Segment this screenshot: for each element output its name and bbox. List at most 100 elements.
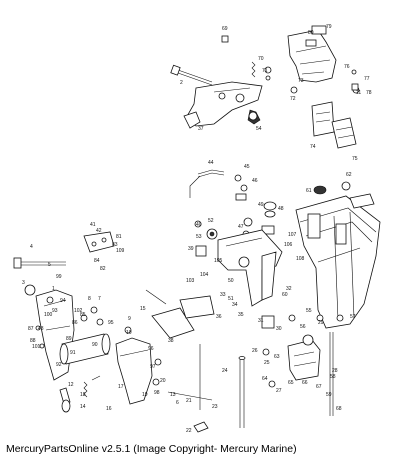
callout-8: 8 [88, 296, 91, 302]
swivel-bracket-housing [295, 193, 381, 329]
callout-84: 84 [94, 258, 100, 264]
callout-94: 94 [60, 298, 66, 304]
callout-26: 26 [252, 348, 258, 354]
callout-65: 65 [288, 380, 294, 386]
callout-75: 75 [352, 156, 358, 162]
callout-82: 82 [100, 266, 106, 272]
callout-87: 87 [28, 326, 34, 332]
callout-46: 46 [252, 178, 258, 184]
callout-18: 18 [80, 392, 86, 398]
callout-49: 49 [258, 202, 264, 208]
callout-99: 99 [56, 274, 62, 280]
callout-91: 91 [70, 350, 76, 356]
callout-42: 42 [96, 228, 102, 234]
callout-60: 60 [282, 292, 288, 298]
callout-76: 76 [344, 64, 350, 70]
callout-24: 24 [222, 368, 228, 374]
callout-68: 68 [336, 406, 342, 412]
callout-83: 83 [112, 242, 118, 248]
callout-80: 80 [308, 30, 314, 36]
tilt-lock-lever-assembly [170, 35, 272, 129]
callout-51: 51 [228, 296, 234, 302]
callout-1: 1 [52, 286, 55, 292]
callout-16: 16 [106, 406, 112, 412]
callout-90: 90 [92, 342, 98, 348]
callout-92: 92 [56, 362, 62, 368]
callout-72: 72 [290, 96, 296, 102]
callout-5: 5 [48, 262, 51, 268]
callout-71: 71 [262, 68, 268, 74]
callout-3: 3 [22, 280, 25, 286]
callout-86: 86 [72, 320, 78, 326]
callout-37: 37 [198, 126, 204, 132]
callout-102: 102 [74, 308, 83, 314]
center-clamp-bracket [194, 220, 296, 329]
callout-98: 98 [154, 390, 160, 396]
callout-74: 74 [310, 144, 316, 150]
callout-56: 56 [300, 324, 306, 330]
callout-7: 7 [98, 296, 101, 302]
callout-2: 2 [180, 80, 183, 86]
callout-13: 13 [170, 392, 176, 398]
callout-31: 31 [258, 318, 264, 324]
callout-54: 54 [256, 126, 262, 132]
callout-70: 70 [258, 56, 264, 62]
callout-77: 77 [364, 76, 370, 82]
rods-and-pins [145, 289, 334, 433]
callout-89: 89 [66, 336, 72, 342]
callout-41: 41 [90, 222, 96, 228]
callout-11: 11 [356, 90, 361, 96]
callout-28: 28 [332, 368, 338, 374]
callout-104: 104 [200, 272, 209, 278]
callout-67: 67 [316, 384, 322, 390]
callout-66: 66 [302, 380, 308, 386]
callout-108: 108 [296, 256, 305, 262]
bushing-block [262, 314, 344, 388]
callout-27: 27 [276, 388, 282, 394]
callout-50: 50 [228, 278, 234, 284]
callout-95: 95 [108, 320, 114, 326]
callout-14: 14 [80, 404, 86, 410]
callout-17: 17 [118, 384, 124, 390]
callout-106: 106 [284, 242, 293, 248]
callout-29: 29 [318, 320, 324, 326]
callout-20: 20 [160, 378, 166, 384]
callout-21: 21 [186, 398, 192, 404]
callout-40: 40 [196, 222, 202, 228]
callout-63: 63 [274, 354, 280, 360]
callout-4: 4 [30, 244, 33, 250]
callout-81: 81 [116, 234, 122, 240]
callout-39: 39 [188, 246, 194, 252]
callout-44: 44 [208, 160, 214, 166]
callout-69: 69 [222, 26, 228, 32]
callout-101: 101 [32, 344, 41, 350]
callout-30: 30 [276, 326, 282, 332]
callout-10: 10 [126, 330, 132, 336]
callout-93: 93 [52, 308, 58, 314]
callout-57: 57 [350, 314, 356, 320]
callout-35: 35 [238, 312, 244, 318]
callout-32: 32 [286, 286, 292, 292]
callout-33: 33 [220, 292, 226, 298]
callout-62: 62 [346, 172, 352, 178]
callout-25: 25 [264, 360, 270, 366]
callout-73: 73 [298, 78, 304, 84]
callout-100: 100 [44, 312, 53, 318]
callout-103: 103 [186, 278, 195, 284]
callout-15: 15 [140, 306, 146, 312]
image-caption: MercuryPartsOnline v2.5.1 (Image Copyrig… [6, 443, 297, 455]
callout-109: 109 [116, 248, 125, 254]
callout-47: 47 [238, 224, 244, 230]
callout-12: 12 [68, 382, 74, 388]
callout-59: 59 [326, 392, 332, 398]
left-clamp-assembly [13, 231, 162, 413]
callout-34: 34 [232, 302, 238, 308]
callout-64: 64 [262, 376, 268, 382]
parts-exploded-diagram: 1234567891011121314151617181920212223242… [13, 24, 381, 434]
callout-97: 97 [150, 364, 156, 370]
callout-53: 53 [196, 234, 202, 240]
callout-36: 36 [216, 314, 222, 320]
callout-55: 55 [306, 308, 312, 314]
callout-52: 52 [208, 218, 214, 224]
